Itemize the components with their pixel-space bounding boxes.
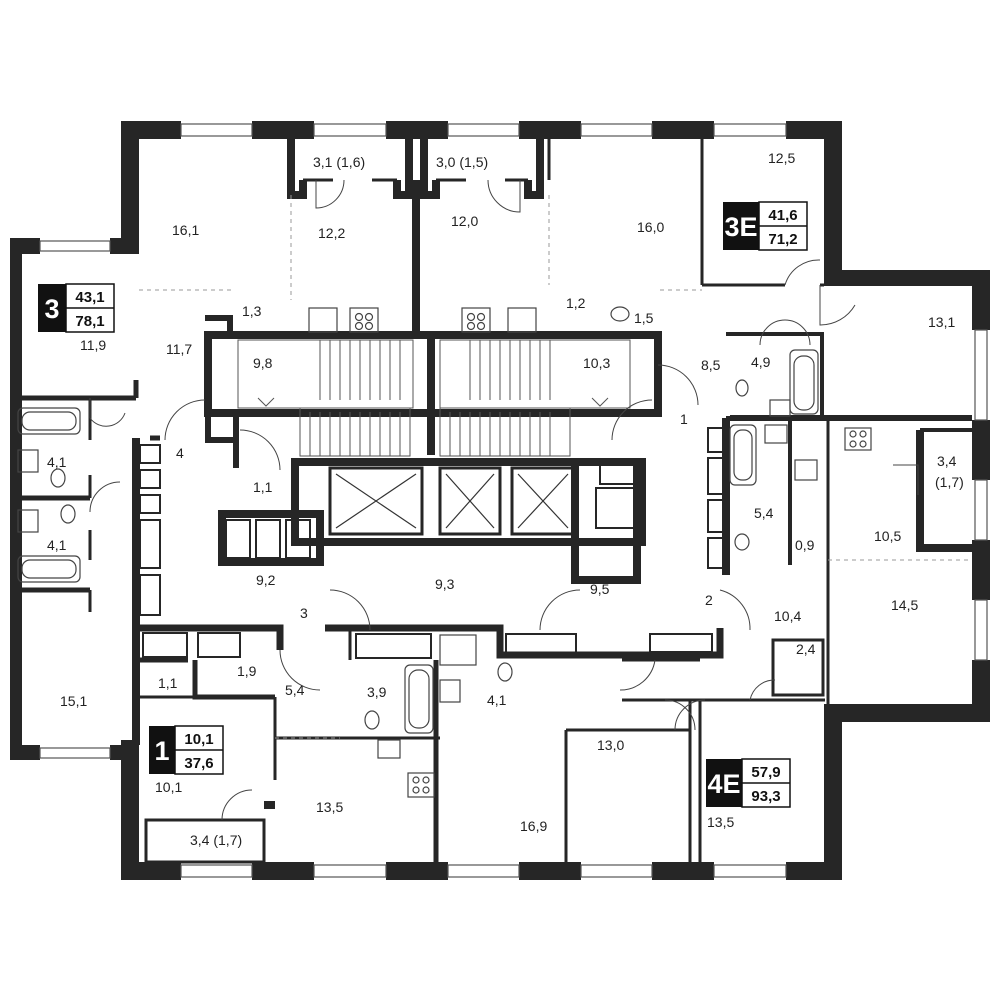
apartment-number: 3 (44, 294, 59, 324)
room-area-label: 12,0 (451, 213, 478, 229)
room-area-label: 1,9 (237, 663, 257, 679)
room-area-label: 11,9 (80, 337, 106, 353)
room-area-label: 4,9 (751, 354, 771, 370)
living-area: 10,1 (184, 731, 213, 748)
elevator-shafts (335, 473, 569, 529)
room-area-label: 10,3 (583, 355, 610, 371)
room-area-label: 3,4 (1,7) (190, 832, 242, 848)
total-area: 37,6 (184, 755, 213, 772)
living-area: 41,6 (768, 207, 797, 224)
room-area-label: 13,0 (597, 737, 624, 753)
room-area-label: 4,1 (487, 692, 507, 708)
apartment-number: 1 (154, 736, 169, 766)
room-area-label: 3,0 (1,5) (436, 154, 488, 170)
room-area-label: 4,1 (47, 537, 67, 553)
apartment-number: 4E (707, 769, 740, 799)
room-area-label: 1,5 (634, 310, 654, 326)
room-area-label: 1,1 (253, 479, 273, 495)
interior-walls (22, 139, 972, 864)
door-swings (89, 179, 919, 821)
room-area-label: 16,1 (172, 222, 199, 238)
room-area-label: 3,9 (367, 684, 387, 700)
room-area-label: 9,5 (590, 581, 610, 597)
room-area-label: 13,5 (316, 799, 343, 815)
room-area-label: 4,1 (47, 454, 67, 470)
apartment-tag-4e[interactable]: 4E 57,9 93,3 (706, 758, 791, 808)
room-area-label: 15,1 (60, 693, 87, 709)
room-labels: 16,1 12,2 3,1 (1,6) 3,0 (1,5) 12,0 16,0 … (47, 150, 964, 848)
total-area: 93,3 (751, 788, 780, 805)
apartment-tag-3[interactable]: 3 43,1 78,1 (38, 283, 115, 333)
room-area-label: 3,4 (937, 453, 957, 469)
room-area-label: 1,2 (566, 295, 586, 311)
room-area-label: 1,1 (158, 675, 178, 691)
room-area-label: 2 (705, 592, 713, 608)
windows (39, 123, 988, 878)
room-area-label: 14,5 (891, 597, 918, 613)
room-area-label: 1,3 (242, 303, 262, 319)
apartment-tag-3e[interactable]: 3E 41,6 71,2 (723, 201, 808, 251)
room-area-label: 12,2 (318, 225, 345, 241)
room-area-label: 5,4 (754, 505, 774, 521)
living-area: 43,1 (75, 289, 104, 306)
room-area-label: (1,7) (935, 474, 964, 490)
room-area-label: 0,9 (795, 537, 815, 553)
room-area-label: 5,4 (285, 682, 305, 698)
apartment-tag-1[interactable]: 1 10,1 37,6 (149, 725, 224, 775)
riser-boxes (139, 427, 725, 659)
room-area-label: 3,1 (1,6) (313, 154, 365, 170)
room-area-label: 10,5 (874, 528, 901, 544)
room-area-label: 9,3 (435, 576, 455, 592)
staircases (237, 339, 631, 457)
fixtures (17, 306, 872, 798)
room-area-label: 9,2 (256, 572, 276, 588)
room-area-label: 10,4 (774, 608, 801, 624)
room-area-label: 16,9 (520, 818, 547, 834)
room-area-label: 13,5 (707, 814, 734, 830)
room-area-label: 4 (176, 445, 184, 461)
zone-lines (139, 195, 972, 739)
living-area: 57,9 (751, 764, 780, 781)
room-area-label: 16,0 (637, 219, 664, 235)
room-area-label: 12,5 (768, 150, 795, 166)
apartment-number: 3E (724, 212, 757, 242)
room-area-label: 3 (300, 605, 308, 621)
room-area-label: 8,5 (701, 357, 721, 373)
room-area-label: 2,4 (796, 641, 816, 657)
room-area-label: 11,7 (166, 341, 192, 357)
total-area: 78,1 (75, 313, 104, 330)
room-area-label: 1 (680, 411, 688, 427)
exterior-walls (10, 121, 990, 880)
room-area-label: 9,8 (253, 355, 273, 371)
room-area-label: 13,1 (928, 314, 955, 330)
room-area-label: 10,1 (155, 779, 182, 795)
total-area: 71,2 (768, 231, 797, 248)
